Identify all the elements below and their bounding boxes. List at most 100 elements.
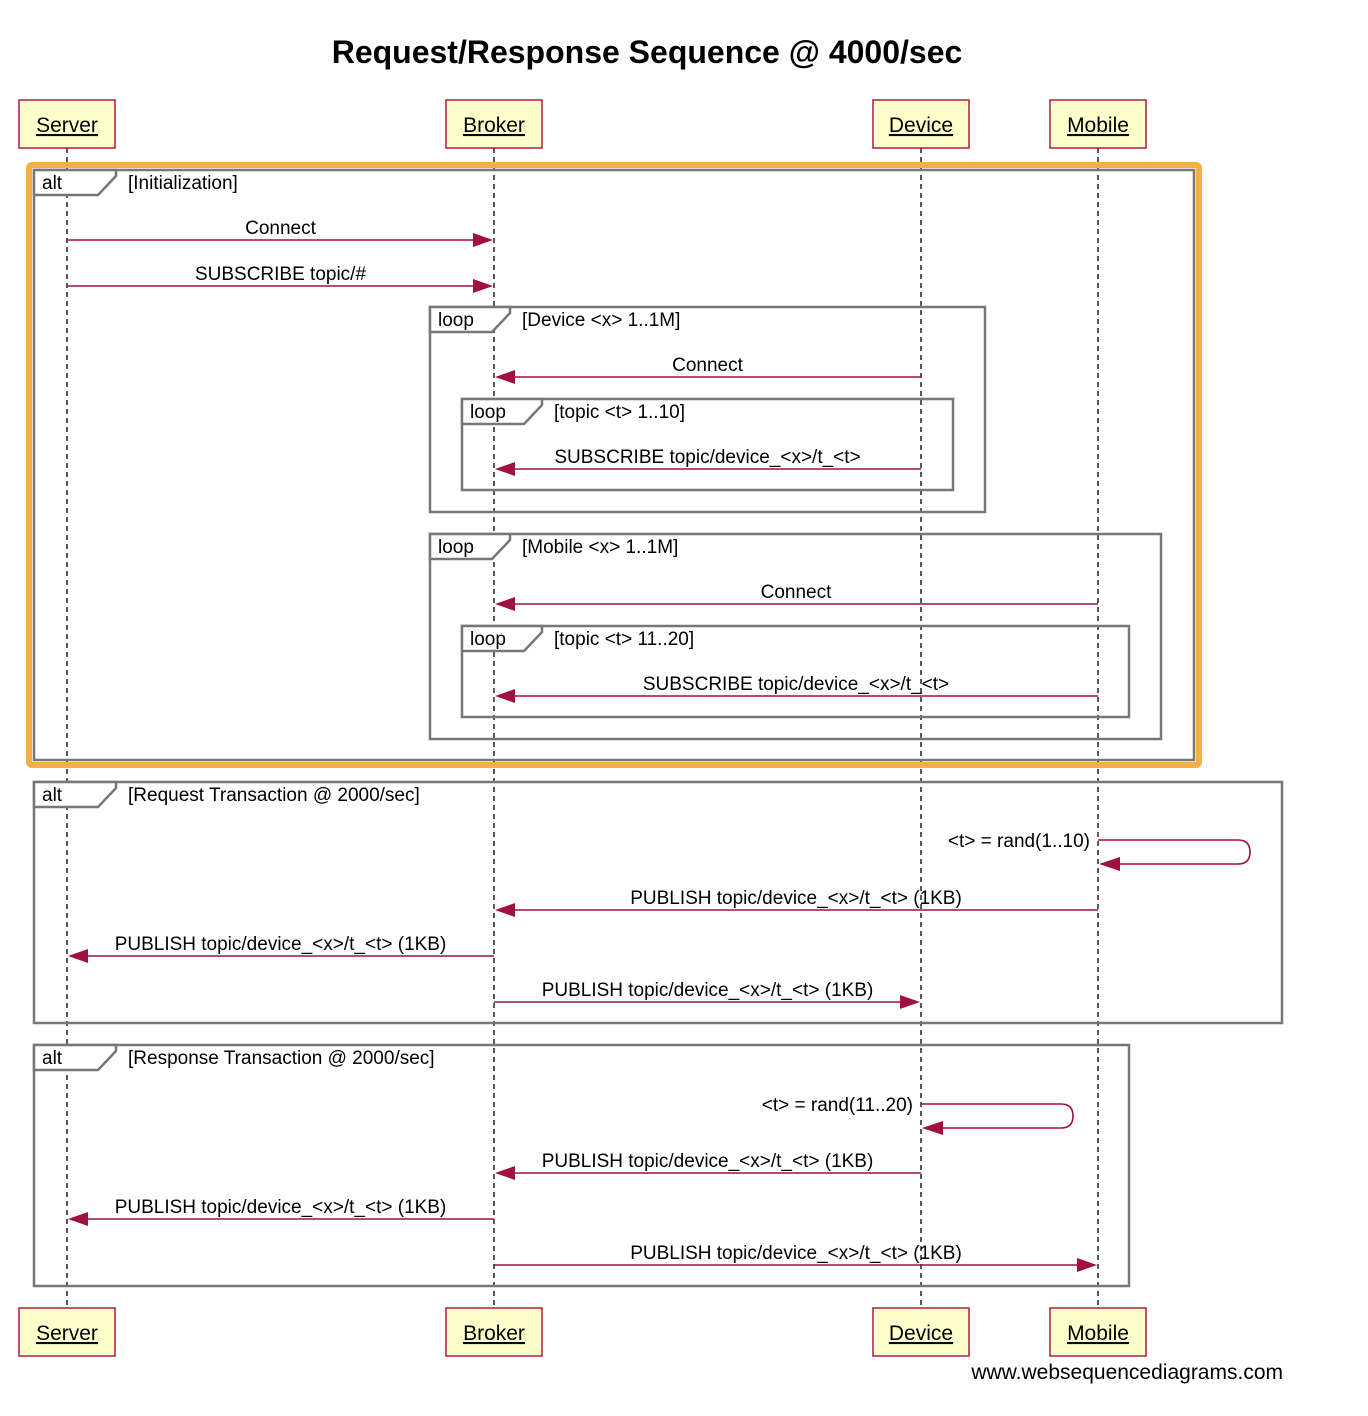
actor-device-bottom[interactable]: Device (872, 1307, 970, 1357)
frame-loop-5: loop [topic <t> 11..20] (460, 624, 1131, 719)
message-1: Connect (67, 218, 493, 247)
frame-border (428, 532, 1163, 741)
actor-box (1049, 1307, 1147, 1357)
message-7: <t> = rand(1..10) (948, 831, 1251, 871)
frame-loop-4: loop [Mobile <x> 1..1M] (428, 532, 1163, 741)
message-arrowhead (473, 279, 493, 293)
message-label: PUBLISH topic/device_<x>/t_<t> (1KB) (630, 888, 962, 909)
frame-border (428, 305, 987, 514)
frame-border (460, 397, 955, 492)
message-10: PUBLISH topic/device_<x>/t_<t> (1KB) (494, 980, 920, 1009)
message-label: <t> = rand(11..20) (762, 1095, 913, 1116)
message-4: SUBSCRIBE topic/device_<x>/t_<t> (495, 447, 921, 476)
message-label: <t> = rand(1..10) (948, 831, 1090, 852)
frame-loop-3: loop [topic <t> 1..10] (460, 397, 955, 492)
message-arrowhead (922, 1121, 943, 1135)
frame-condition: [Initialization] (128, 173, 238, 194)
frame-selection-highlight (26, 162, 1202, 768)
frame-condition: [topic <t> 11..20] (554, 629, 694, 650)
actor-box (18, 1307, 116, 1357)
actor-label: Device (889, 1322, 953, 1345)
message-arrowhead (68, 1212, 88, 1226)
frame-keyword: loop (470, 629, 506, 650)
message-line (921, 1103, 1074, 1129)
actor-server-top[interactable]: Server (18, 99, 116, 149)
message-5: Connect (495, 582, 1098, 611)
message-12: PUBLISH topic/device_<x>/t_<t> (1KB) (495, 1151, 921, 1180)
actor-broker-bottom[interactable]: Broker (445, 1307, 543, 1357)
message-arrowhead (68, 949, 88, 963)
actor-device-top[interactable]: Device (872, 99, 970, 149)
actor-label: Broker (463, 114, 525, 137)
frame-alt-1: alt [Initialization] (26, 162, 1202, 768)
diagram-title: Request/Response Sequence @ 4000/sec (332, 34, 963, 70)
message-14: PUBLISH topic/device_<x>/t_<t> (1KB) (494, 1243, 1097, 1272)
footer-credit: www.websequencediagrams.com (970, 1361, 1283, 1384)
frame-loop-2: loop [Device <x> 1..1M] (428, 305, 987, 514)
frame-tag (460, 397, 544, 426)
actors: ServerServerBrokerBrokerDeviceDeviceMobi… (18, 99, 1147, 1357)
actor-box (18, 99, 116, 149)
frame-keyword: loop (470, 402, 506, 423)
actor-server-bottom[interactable]: Server (18, 1307, 116, 1357)
frame-tag (32, 1043, 118, 1072)
frame-tag (32, 168, 118, 197)
actor-label: Server (36, 114, 98, 137)
message-arrowhead (495, 903, 515, 917)
message-arrowhead (1077, 1258, 1097, 1272)
frame-condition: [Device <x> 1..1M] (522, 310, 680, 331)
frame-condition: [Response Transaction @ 2000/sec] (128, 1048, 435, 1069)
message-label: PUBLISH topic/device_<x>/t_<t> (1KB) (115, 1197, 447, 1218)
frame-tag (32, 780, 118, 809)
actor-label: Mobile (1067, 1322, 1129, 1345)
message-arrowhead (495, 597, 515, 611)
frame-border (32, 1043, 1131, 1288)
frame-tag (428, 532, 512, 561)
actor-label: Mobile (1067, 114, 1129, 137)
message-label: PUBLISH topic/device_<x>/t_<t> (1KB) (630, 1243, 962, 1264)
frame-tag (428, 305, 512, 334)
message-arrowhead (495, 462, 515, 476)
frame-alt-7: alt [Response Transaction @ 2000/sec] (32, 1043, 1131, 1288)
actor-box (1049, 99, 1147, 149)
actor-broker-top[interactable]: Broker (445, 99, 543, 149)
frame-tag (460, 624, 544, 653)
frame-alt-6: alt [Request Transaction @ 2000/sec] (32, 780, 1284, 1025)
message-label: Connect (672, 355, 743, 376)
frame-keyword: alt (42, 1048, 63, 1069)
message-label: Connect (761, 582, 832, 603)
actor-box (872, 99, 970, 149)
actor-box (445, 99, 543, 149)
message-label: Connect (245, 218, 316, 239)
message-label: PUBLISH topic/device_<x>/t_<t> (1KB) (542, 1151, 874, 1172)
lifelines (66, 148, 1099, 1308)
frame-border (32, 168, 1196, 762)
actor-mobile-top[interactable]: Mobile (1049, 99, 1147, 149)
message-arrowhead (473, 233, 493, 247)
frames: alt [Initialization] loop [Device <x> 1..1M… (26, 162, 1284, 1288)
message-13: PUBLISH topic/device_<x>/t_<t> (1KB) (68, 1197, 494, 1226)
frame-condition: [Request Transaction @ 2000/sec] (128, 785, 420, 806)
actor-box (872, 1307, 970, 1357)
frame-border (460, 624, 1131, 719)
message-arrowhead (1099, 857, 1120, 871)
frame-keyword: alt (42, 785, 63, 806)
message-3: Connect (495, 355, 921, 384)
actor-mobile-bottom[interactable]: Mobile (1049, 1307, 1147, 1357)
actor-label: Broker (463, 1322, 525, 1345)
frame-keyword: alt (42, 173, 63, 194)
message-arrowhead (900, 995, 920, 1009)
frame-keyword: loop (438, 537, 474, 558)
message-label: SUBSCRIBE topic/device_<x>/t_<t> (554, 447, 860, 468)
message-arrowhead (495, 370, 515, 384)
frame-keyword: loop (438, 310, 474, 331)
actor-box (445, 1307, 543, 1357)
message-arrowhead (495, 689, 515, 703)
frame-condition: [Mobile <x> 1..1M] (522, 537, 678, 558)
frame-condition: [topic <t> 1..10] (554, 402, 685, 423)
message-11: <t> = rand(11..20) (762, 1095, 1074, 1135)
message-label: SUBSCRIBE topic/# (195, 264, 366, 285)
